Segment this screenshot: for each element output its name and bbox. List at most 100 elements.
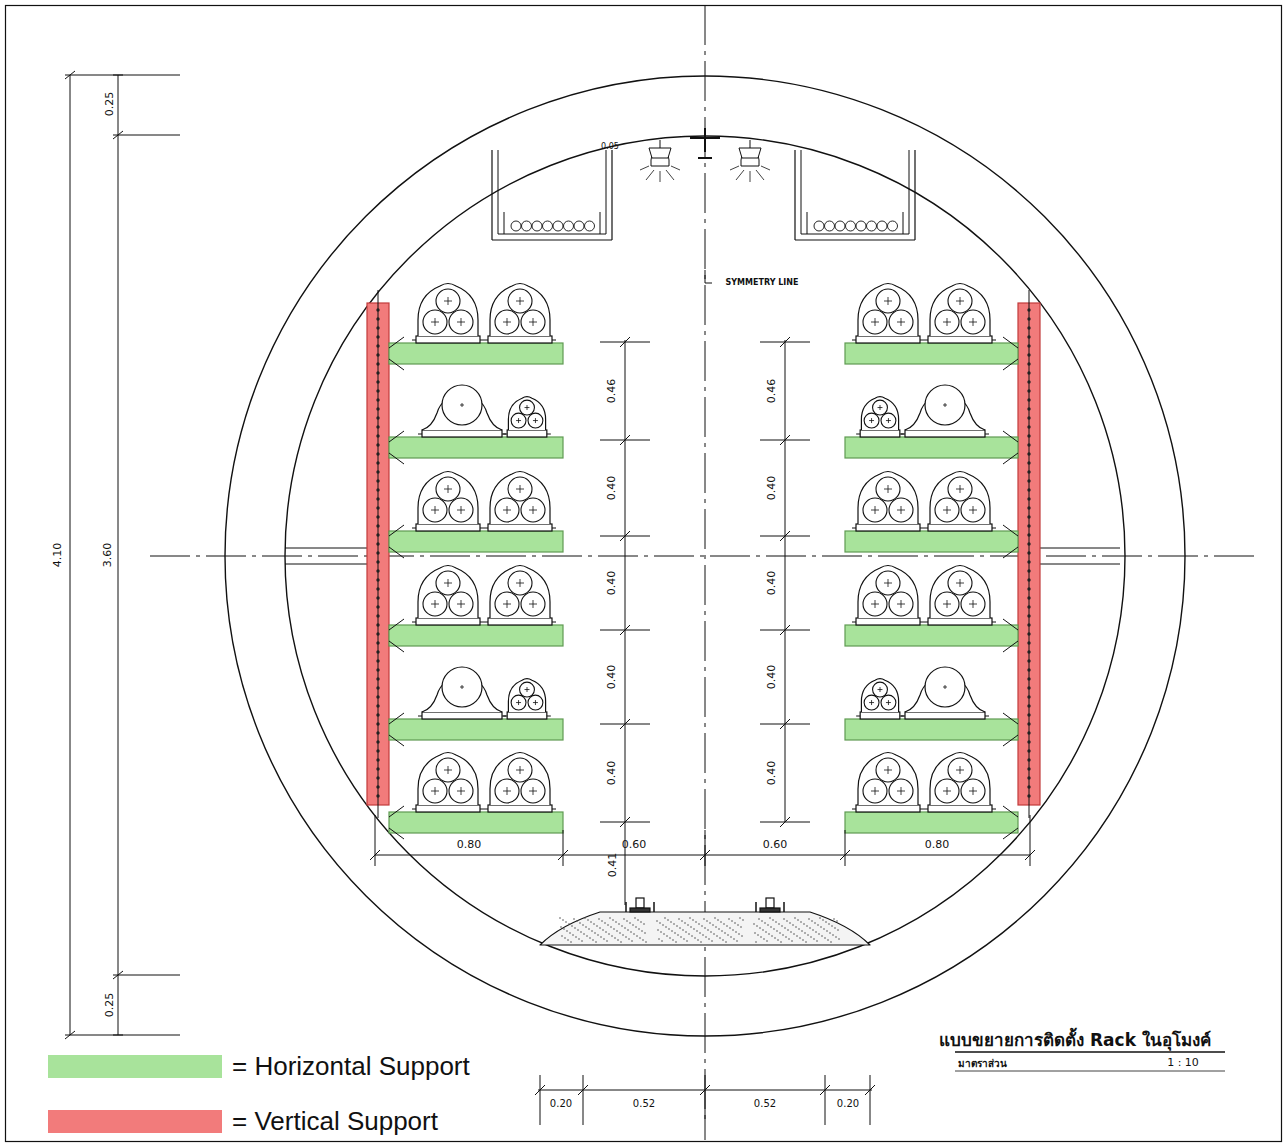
bolt-hole	[376, 758, 379, 761]
bolt-hole	[376, 308, 379, 311]
bolt-hole	[1027, 596, 1030, 599]
track-ballast	[540, 912, 870, 945]
ballast-grain	[724, 932, 726, 934]
bolt-hole	[1027, 794, 1030, 797]
ballast-grain	[813, 938, 815, 940]
cable-circle	[863, 498, 887, 522]
bolt-hole	[376, 650, 379, 653]
cable-clamp	[552, 809, 556, 810]
title-text: มาตราส่วน	[958, 1058, 1007, 1069]
cable-core	[947, 506, 948, 514]
ballast-grain	[660, 931, 662, 933]
ballast-grain	[833, 918, 835, 920]
bolt-hole	[376, 740, 379, 743]
cable-core	[888, 418, 889, 423]
dimension-line	[625, 822, 626, 905]
ceiling-cable	[585, 221, 595, 231]
ballast-grain	[668, 928, 670, 930]
legend-text: = Horizontal Support	[232, 1052, 470, 1081]
ballast-grain	[786, 920, 788, 922]
horizontal-support	[845, 343, 1018, 364]
dimension-tick	[620, 435, 630, 445]
dimension-tick	[65, 75, 180, 76]
ballast-grain	[689, 917, 691, 919]
ballast-grain	[734, 922, 736, 924]
ballast-grain	[673, 923, 675, 925]
bolt-hole	[376, 767, 379, 770]
dimension-tick	[780, 625, 790, 635]
ballast-grain	[609, 917, 611, 919]
dimension-label: 4.10	[52, 541, 64, 570]
cable-clamp	[416, 618, 480, 625]
cable-circle	[423, 498, 447, 522]
ballast-grain	[593, 923, 595, 925]
cable-circle	[961, 592, 985, 616]
ballast-grain	[658, 938, 660, 940]
bolt-hole	[1027, 353, 1030, 356]
bracket-arm	[389, 431, 404, 442]
dimension-label: 0.40	[606, 665, 618, 690]
dimension-label: 0.20	[837, 1098, 859, 1109]
ballast-grain	[736, 940, 738, 942]
dimension-tick	[375, 830, 376, 866]
bolt-hole	[376, 488, 379, 491]
cable-clamp	[422, 430, 502, 437]
dimension-label: 0.52	[633, 1098, 655, 1109]
ballast-grain	[794, 917, 796, 919]
ballast-grain	[785, 936, 787, 938]
cable-core	[960, 766, 961, 774]
ballast-grain	[584, 917, 586, 919]
dimension-tick	[780, 337, 790, 347]
dimension-label: 0.80	[925, 839, 950, 851]
bolt-hole	[376, 695, 379, 698]
cable-core	[875, 787, 876, 795]
dimension-tick	[620, 531, 630, 541]
dimension-tick	[578, 1085, 588, 1095]
cable-core	[461, 600, 462, 608]
ballast-grain	[696, 930, 698, 932]
ballast-grain	[594, 932, 596, 934]
dimension-line	[785, 340, 786, 822]
cable-clamp	[552, 340, 556, 341]
horizontal-support	[389, 625, 563, 646]
cable-circle	[511, 695, 526, 710]
lamp-ray	[646, 170, 654, 180]
ballast-grain	[642, 939, 644, 941]
ballast-grain	[687, 924, 689, 926]
cable-clamp	[924, 528, 928, 529]
ballast-grain	[797, 919, 799, 921]
ballast-grain	[755, 941, 757, 943]
ceiling-tray	[795, 239, 915, 240]
ballast-grain	[636, 935, 638, 937]
ceiling-tray	[492, 239, 612, 240]
dimension-label: 0.60	[622, 839, 647, 851]
lamp-ray	[756, 170, 764, 180]
dimension-label: 0.40	[606, 571, 618, 596]
cable-core	[448, 766, 449, 774]
cable-saddle	[858, 753, 918, 806]
bolt-hole	[1027, 758, 1030, 761]
ballast-grain	[808, 918, 810, 920]
cable-clamp	[900, 434, 904, 435]
dimension-tick	[780, 531, 790, 541]
note-label: SYMMETRY LINE	[726, 279, 799, 288]
cable-circle	[520, 682, 535, 697]
ballast-grain	[662, 924, 664, 926]
bolt-hole	[1027, 434, 1030, 437]
ballast-grain	[620, 941, 622, 943]
cable-circle	[864, 695, 879, 710]
fixture	[704, 128, 706, 152]
ballast-grain	[681, 920, 683, 922]
ballast-grain	[672, 939, 674, 941]
bolt-hole	[376, 722, 379, 725]
ballast-grain	[700, 941, 702, 943]
dimension-tick	[820, 1085, 830, 1095]
cable-clamp	[507, 712, 547, 719]
cable-circle	[495, 498, 519, 522]
ballast-grain	[603, 938, 605, 940]
center-line	[705, 5, 706, 1140]
cable-clamp	[985, 434, 989, 435]
bolt-hole	[376, 632, 379, 635]
ballast-grain	[802, 939, 804, 941]
cable-clamp	[928, 336, 992, 343]
